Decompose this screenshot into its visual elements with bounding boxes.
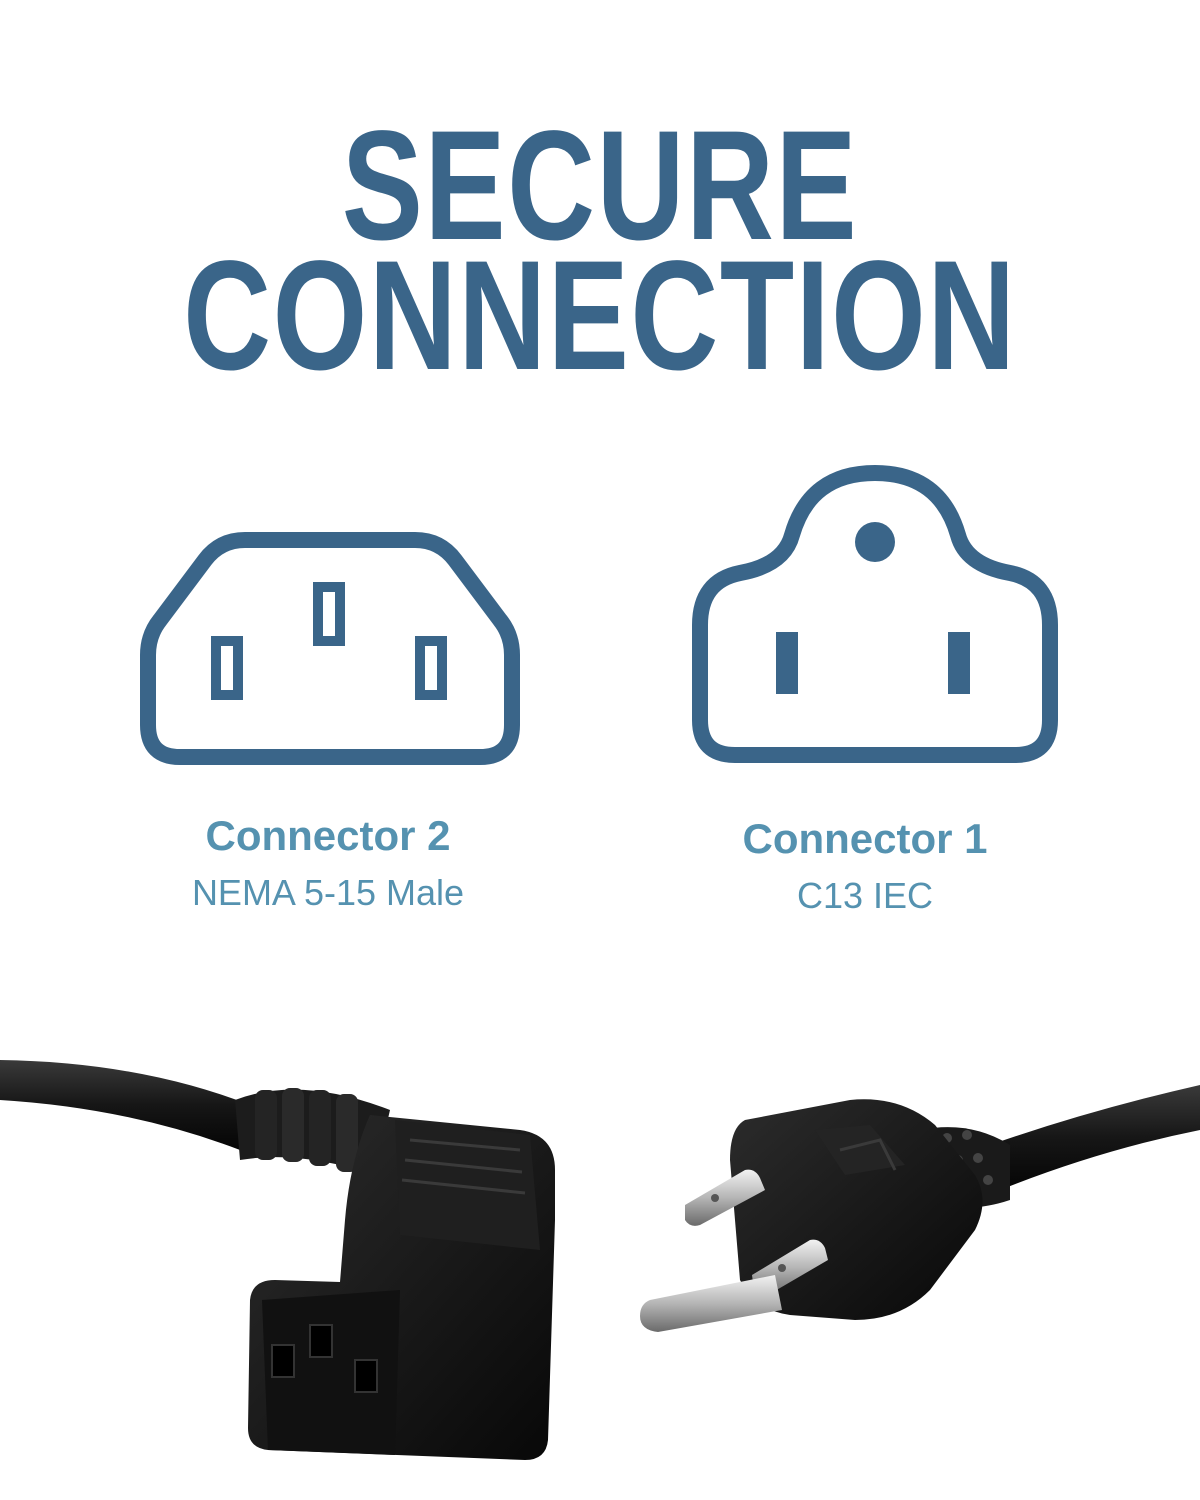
nema-blade-left — [776, 632, 798, 694]
c13-slot-top — [313, 582, 345, 646]
power-cord-photo — [0, 1060, 1200, 1460]
plug-blade-top — [685, 1169, 765, 1226]
nema-blade-right — [948, 632, 970, 694]
nema-ground-hole — [855, 522, 895, 562]
c13-photo-slot-right — [354, 1359, 378, 1393]
nema-body-outline — [692, 465, 1058, 763]
connector-title: Connector 2 — [205, 812, 451, 859]
connector-title: Connector 1 — [742, 815, 988, 862]
connector-label-right: Connector 1 C13 IEC — [635, 818, 1095, 914]
right-cable — [990, 1085, 1200, 1190]
nema-5-15-outlet-outline-icon — [692, 465, 1058, 763]
headline-line-2: CONNECTION — [183, 229, 1017, 403]
nema-5-15-plug — [640, 1099, 983, 1332]
c13-photo-slot-top — [309, 1324, 333, 1358]
plug-ground-pin — [640, 1275, 782, 1332]
left-cable — [0, 1060, 250, 1150]
c13-body-outline — [140, 532, 520, 765]
c13-slot-left — [211, 636, 243, 700]
connector-subtitle: NEMA 5-15 Male — [191, 872, 465, 913]
headline-line-1: SECURE — [341, 99, 859, 273]
connector-subtitle: C13 IEC — [796, 875, 934, 916]
right-angle-c13-connector — [248, 1115, 555, 1460]
c13-iec-outline-icon — [140, 532, 520, 765]
left-strain-relief — [235, 1088, 390, 1175]
connector-label-left: Connector 2 NEMA 5-15 Male — [98, 815, 558, 911]
c13-slot-right — [415, 636, 447, 700]
c13-photo-slot-left — [271, 1344, 295, 1378]
